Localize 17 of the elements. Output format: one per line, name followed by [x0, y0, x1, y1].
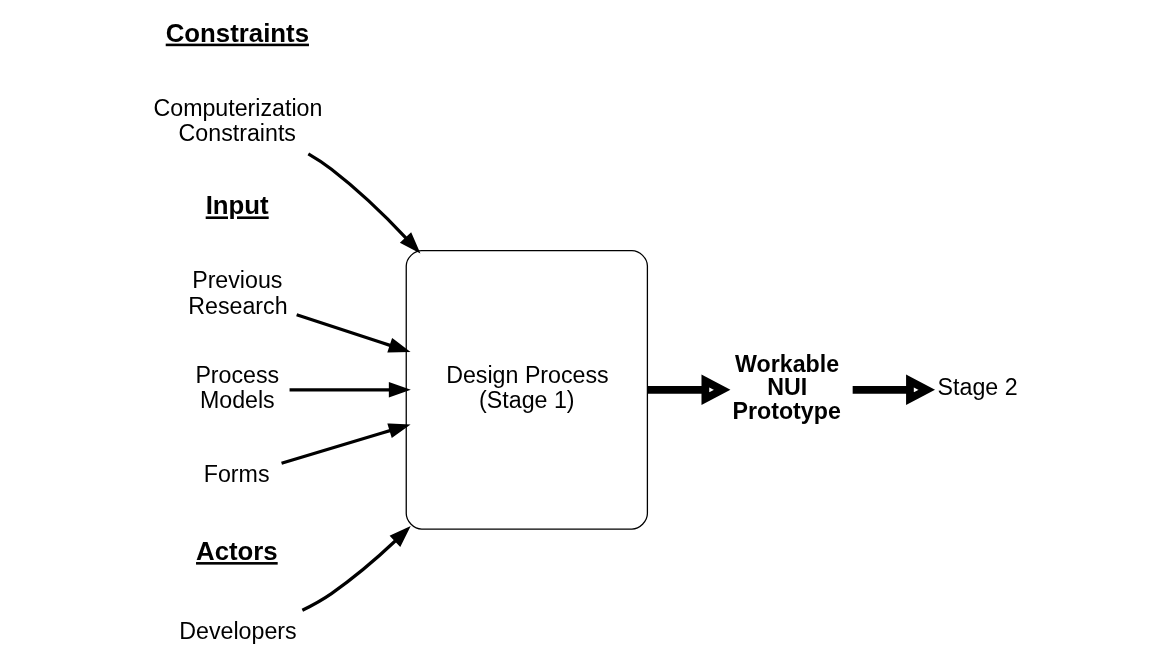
node-text: Workable NUI Prototype [732, 351, 841, 424]
label: Input [205, 191, 269, 220]
node-text: Developers [178, 618, 297, 645]
label: Constraints [165, 18, 309, 47]
arrow [289, 382, 411, 398]
arrow [280, 423, 411, 465]
arrow [295, 313, 411, 353]
node-box: Design Process (Stage 1) [405, 249, 648, 530]
node-text: Forms [203, 460, 270, 487]
label: Actors [195, 537, 278, 566]
arrow [307, 152, 420, 254]
node-text: Computerization Constraints [152, 94, 322, 147]
node-text: Process Models [194, 361, 279, 414]
arrow [647, 374, 730, 405]
node-text: Stage 2 [937, 374, 1018, 401]
node-text: Previous Research [187, 267, 288, 320]
arrow [301, 526, 411, 612]
